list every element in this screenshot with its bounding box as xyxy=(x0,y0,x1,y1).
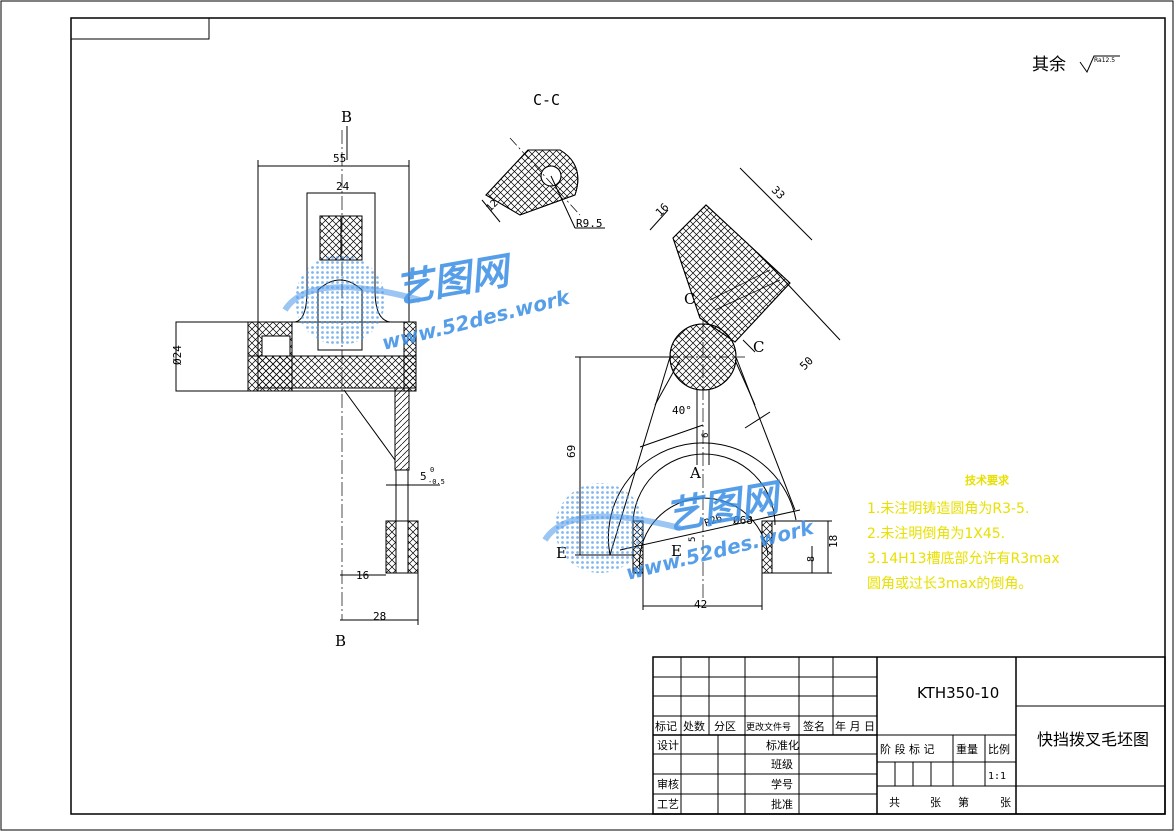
row-student-no: 学号 xyxy=(771,777,793,791)
notes-title: 技术要求 xyxy=(965,473,1010,487)
sheet-unit-2: 张 xyxy=(1000,796,1011,809)
section-c-c xyxy=(481,137,605,229)
dim-phi68: Ø68 xyxy=(733,514,753,527)
col-label-date: 年 月 日 xyxy=(835,719,875,733)
roughness-note: 其余 Ra12.5 xyxy=(1032,55,1120,75)
c-mark-left: C xyxy=(684,290,695,308)
scale-value: 1:1 xyxy=(988,771,1006,782)
dim-5-upper-tol: 0 xyxy=(430,466,434,474)
c-mark-right: C xyxy=(753,338,764,356)
section-c-c-labels: C-C 12 R9.5 xyxy=(484,91,602,230)
title-block-text: KTH350-10 快挡拨叉毛坯图 标记 处数 分区 更改文件号 签名 年 月 … xyxy=(655,684,1149,811)
technical-notes: 技术要求 1.未注明铸造圆角为R3-5. 2.未注明倒角为1X45. 3.14H… xyxy=(867,473,1060,592)
title-block-grid xyxy=(652,656,1166,815)
notes-line-2: 2.未注明倒角为1X45. xyxy=(867,526,1005,542)
sheet-of: 第 xyxy=(958,795,969,809)
dim-28: 28 xyxy=(373,610,386,623)
e-mark-left: E xyxy=(556,544,567,562)
row-approve: 批准 xyxy=(771,797,793,811)
dim-r9-5: R9.5 xyxy=(576,217,603,230)
dim-50: 50 xyxy=(797,354,816,373)
stage-label: 阶 段 标 记 xyxy=(880,742,935,756)
part-name: 快挡拨叉毛坯图 xyxy=(1037,730,1149,749)
dim-5: 5 xyxy=(420,470,427,483)
dim-42: 42 xyxy=(694,598,707,611)
roughness-prefix: 其余 xyxy=(1032,55,1066,75)
notes-line-3: 3.14H13槽底部允许有R3max xyxy=(867,551,1060,567)
left-view-b-b xyxy=(175,126,440,625)
col-label-signature: 签名 xyxy=(803,719,825,733)
right-view-front xyxy=(575,167,841,610)
dim-24: 24 xyxy=(336,180,350,193)
row-standard: 标准化 xyxy=(766,738,799,752)
notes-line-4: 圆角或过长3max的倒角。 xyxy=(867,576,1032,592)
weight-label: 重量 xyxy=(956,742,978,756)
col-label-count: 处数 xyxy=(683,720,705,733)
dim-16: 16 xyxy=(356,569,369,582)
watermark-1: 艺图网 www.52des.work xyxy=(282,248,573,355)
dim-40deg: 40° xyxy=(672,404,692,417)
dim-phi24: Ø24 xyxy=(171,345,184,365)
row-process: 工艺 xyxy=(657,798,679,811)
roughness-value: Ra12.5 xyxy=(1094,57,1115,64)
sheet-unit-1: 张 xyxy=(930,796,941,809)
drawing-number: KTH350-10 xyxy=(917,684,999,702)
dim-69: 69 xyxy=(565,445,578,458)
watermark-2: 艺图网 www.52des.work xyxy=(542,475,817,585)
section-b-bottom-label: B xyxy=(335,632,346,650)
dim-16-right: 16 xyxy=(653,201,672,220)
section-b-top-label: B xyxy=(341,108,352,126)
left-view-labels: B B 55 24 Ø24 5 0 -0.5 16 28 xyxy=(171,108,445,650)
notes-line-1: 1.未注明铸造圆角为R3-5. xyxy=(867,501,1029,517)
dim-5b: 5 xyxy=(688,537,698,542)
a-mark: A xyxy=(689,464,701,482)
section-c-title: C-C xyxy=(533,91,560,109)
dim-6: 6 xyxy=(701,433,711,438)
col-label-change-doc: 更改文件号 xyxy=(746,721,791,733)
col-label-zone: 分区 xyxy=(714,720,736,733)
sheet-total: 共 xyxy=(889,796,900,809)
e-mark-mid: E xyxy=(671,542,682,560)
row-design: 设计 xyxy=(657,739,679,752)
dim-8: 8 xyxy=(806,556,817,562)
col-label-mark: 标记 xyxy=(655,719,677,733)
scale-label: 比例 xyxy=(988,742,1010,756)
dim-5-lower-tol: -0.5 xyxy=(428,478,445,486)
row-review: 审核 xyxy=(657,777,679,791)
dim-18: 18 xyxy=(827,535,840,548)
dim-55: 55 xyxy=(333,152,346,165)
row-class: 班级 xyxy=(771,758,793,771)
